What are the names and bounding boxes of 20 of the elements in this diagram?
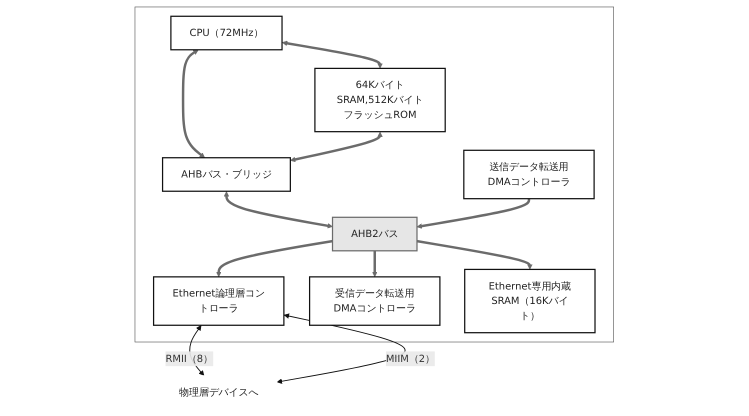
cluster [134, 6, 614, 342]
edge-label: MIIM（2） [386, 352, 436, 364]
edge-label: RMII（8） [166, 352, 214, 364]
node-text: 物理層デバイスへ [179, 386, 259, 398]
node-box: 受信データ転送用DMAコントローラ [309, 276, 441, 326]
arrow [416, 198, 530, 229]
node-box: 送信データ転送用DMAコントローラ [463, 150, 595, 200]
node-box: Ethernet論理層コントローラ [153, 276, 285, 326]
arrow [182, 50, 206, 158]
node-box: CPU（72MHz） [170, 16, 283, 50]
arrow [216, 240, 333, 278]
arrow [372, 250, 378, 278]
arrow [416, 240, 533, 270]
arrow [224, 191, 333, 228]
node-box: Ethernet専用内蔵SRAM（16Kバイト） [464, 268, 596, 334]
node-box: 64KバイトSRAM,512KバイトフラッシュROM [314, 68, 446, 132]
node-box: AHBバス・ブリッジ [162, 157, 292, 192]
arrow [290, 132, 383, 162]
node-box: AHB2バス [332, 216, 418, 252]
arrow [282, 40, 383, 69]
